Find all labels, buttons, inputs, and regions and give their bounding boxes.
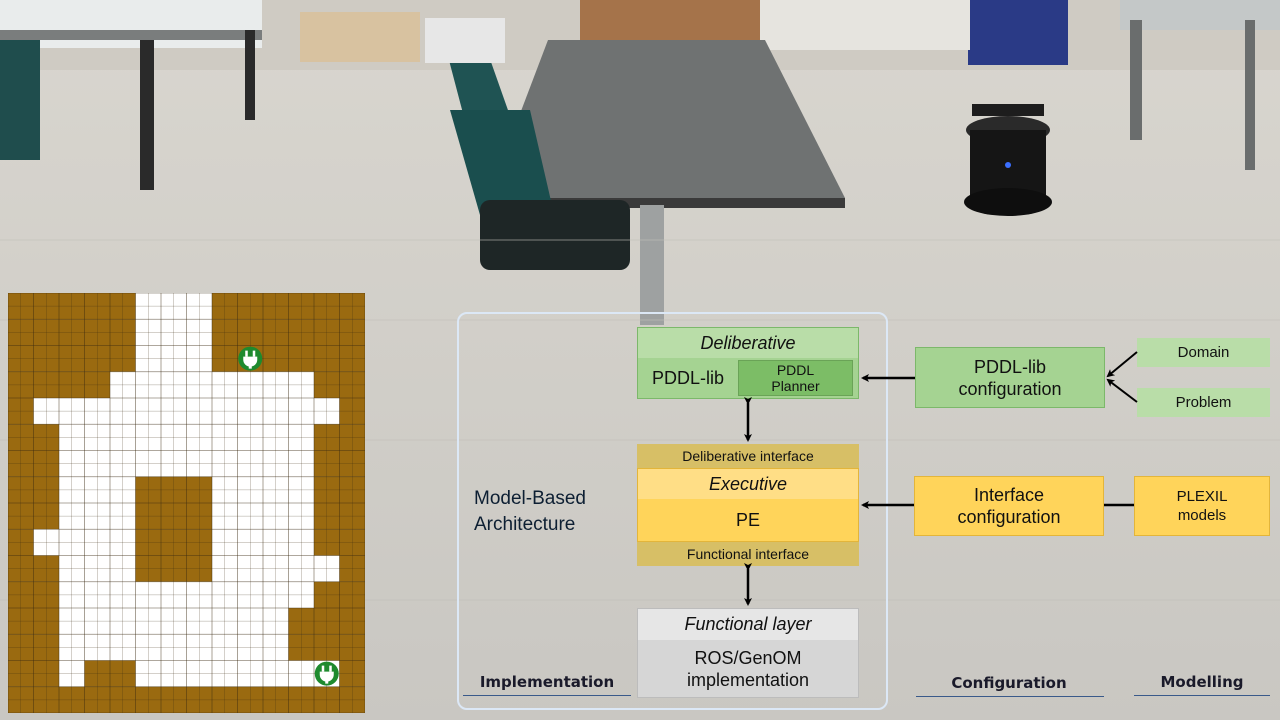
pddl-planner-line-2: Planner <box>771 378 820 394</box>
deliberative-block: Deliberative PDDL-lib PDDL Planner <box>637 327 859 399</box>
problem-box: Problem <box>1137 388 1270 417</box>
pddl-lib-configuration-box: PDDL-lib configuration <box>915 347 1105 408</box>
architecture-title-line-2: Architecture <box>474 514 576 535</box>
modelling-column-label: Modelling <box>1160 673 1244 691</box>
ros-genom-line-1: ROS/GenOM <box>694 647 802 668</box>
modelling-underline <box>1134 695 1270 696</box>
architecture-title: Model-Based Architecture <box>474 486 634 538</box>
plexil-line-1: PLEXIL <box>1176 488 1228 505</box>
plexil-line-2: models <box>1177 507 1227 524</box>
interface-configuration-box: Interface configuration <box>914 476 1104 536</box>
functional-layer-header: Functional layer <box>638 609 858 640</box>
ros-genom-line-2: implementation <box>686 669 810 690</box>
domain-box: Domain <box>1137 338 1270 367</box>
interface-config-line-2: configuration <box>957 507 1061 527</box>
pe-label: PE <box>735 509 760 530</box>
implementation-underline <box>463 695 631 696</box>
executive-header: Executive <box>638 469 858 499</box>
configuration-column-label: Configuration <box>951 674 1067 692</box>
pddl-planner-line-1: PDDL <box>776 362 815 378</box>
charging-plug-icon <box>238 346 263 371</box>
functional-interface: Functional interface <box>637 542 859 566</box>
pddl-lib-label: PDDL-lib <box>651 367 725 388</box>
interface-config-line-1: Interface <box>973 485 1045 505</box>
implementation-column-label: Implementation <box>479 673 615 691</box>
architecture-title-line-1: Model-Based <box>474 488 586 509</box>
configuration-underline <box>916 696 1104 697</box>
functional-layer-block: Functional layer ROS/GenOM implementatio… <box>637 608 859 698</box>
plexil-models-box: PLEXIL models <box>1134 476 1270 536</box>
pddl-planner-box: PDDL Planner <box>738 360 853 396</box>
deliberative-header: Deliberative <box>638 328 858 358</box>
occupancy-grid-map <box>8 293 365 713</box>
ros-genom-label: ROS/GenOM implementation <box>638 640 858 697</box>
deliberative-interface: Deliberative interface <box>637 444 859 468</box>
pddl-config-line-1: PDDL-lib <box>973 356 1047 377</box>
architecture-frame <box>457 312 888 710</box>
pddl-config-line-2: configuration <box>958 378 1062 399</box>
executive-block: Executive PE <box>637 468 859 542</box>
charging-plug-icon <box>314 661 339 686</box>
